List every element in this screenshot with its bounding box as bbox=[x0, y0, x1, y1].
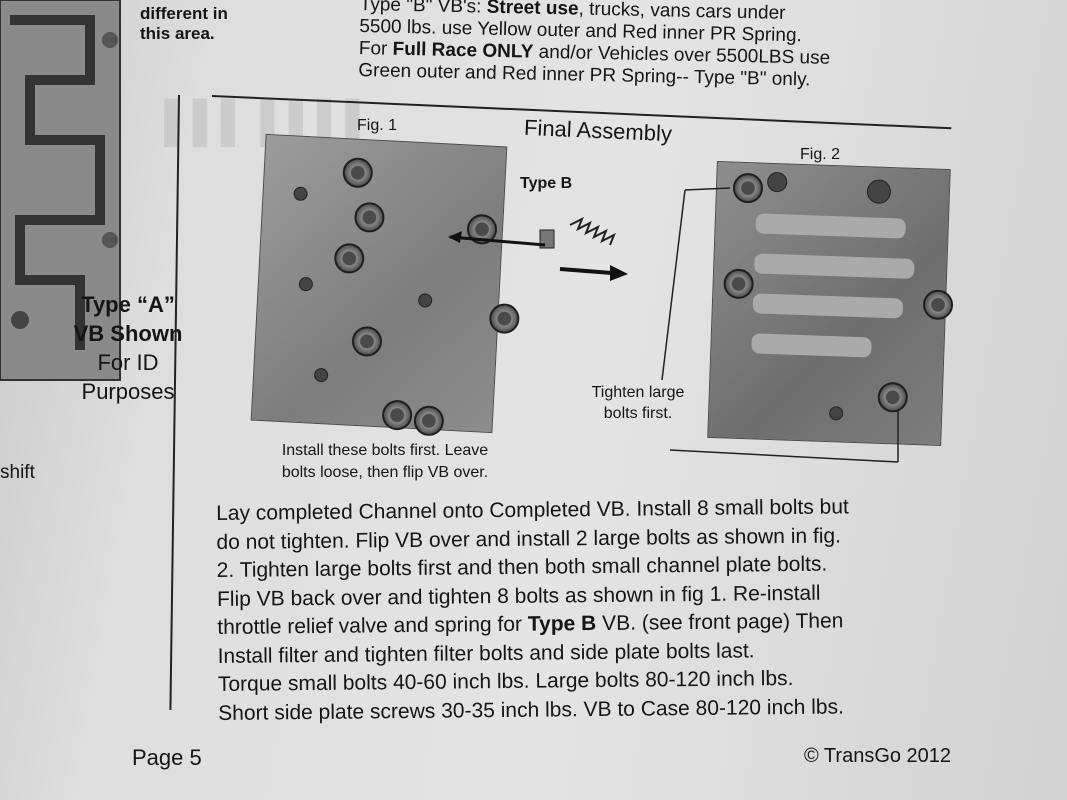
type-b-spring-label: Type B bbox=[520, 175, 573, 192]
fig1-caption: Install these bolts first. Leave bolts l… bbox=[281, 442, 489, 481]
page-number: Page 5 bbox=[132, 745, 202, 770]
fig1-label: Fig. 1 bbox=[357, 117, 398, 134]
left-valve-body-image bbox=[0, 0, 121, 381]
side-note: different in this area. bbox=[140, 4, 228, 43]
spring-and-arrows-diagram bbox=[448, 216, 628, 281]
copyright: © TransGo 2012 bbox=[804, 745, 952, 767]
fig2-leader-lines bbox=[661, 187, 899, 463]
intro-paragraph: Type "B" VB's: Street use, trucks, vans … bbox=[358, 0, 831, 91]
instructions-paragraph: Lay completed Channel onto Completed VB.… bbox=[216, 495, 849, 725]
fig2-label: Fig. 2 bbox=[800, 146, 841, 163]
downshift-fragment: shift bbox=[0, 462, 35, 483]
fig2-caption: Tighten large bolts first. bbox=[591, 384, 685, 422]
type-a-label: Type “A” VB Shown For ID Purposes bbox=[73, 292, 183, 404]
